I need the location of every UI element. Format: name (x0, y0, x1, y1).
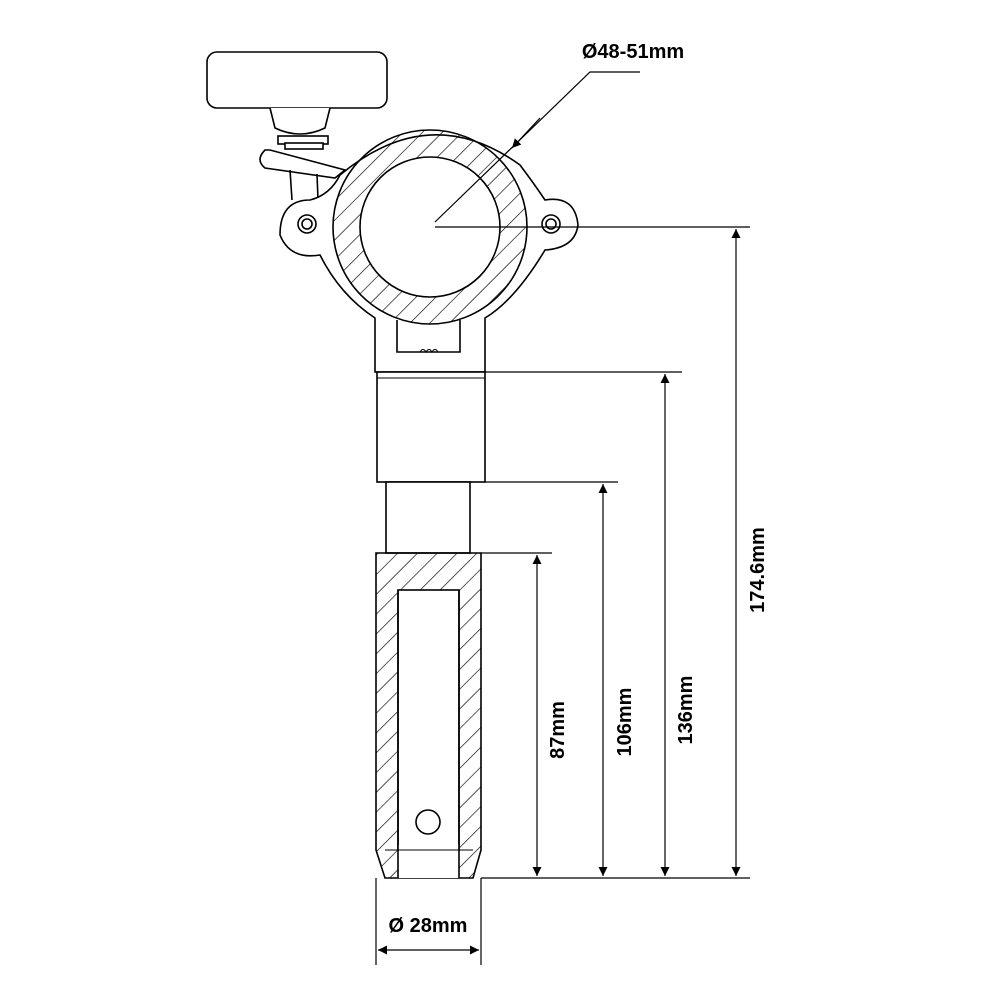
label-total-height: 174.6mm (747, 527, 769, 613)
label-clamp-diameter: Ø48-51mm (582, 41, 684, 63)
spigot-neck (385, 481, 471, 554)
dimension-lines (375, 71, 750, 965)
label-136: 136mm (675, 676, 697, 745)
pin-hole (415, 809, 441, 835)
lever (259, 149, 347, 179)
knob-handle (206, 51, 388, 109)
spigot-collar (376, 371, 486, 483)
label-spigot-diameter: Ø 28mm (389, 915, 468, 937)
clamp-body (206, 51, 579, 373)
label-87: 87mm (547, 701, 569, 759)
spigot (375, 371, 486, 879)
label-106: 106mm (614, 688, 636, 757)
